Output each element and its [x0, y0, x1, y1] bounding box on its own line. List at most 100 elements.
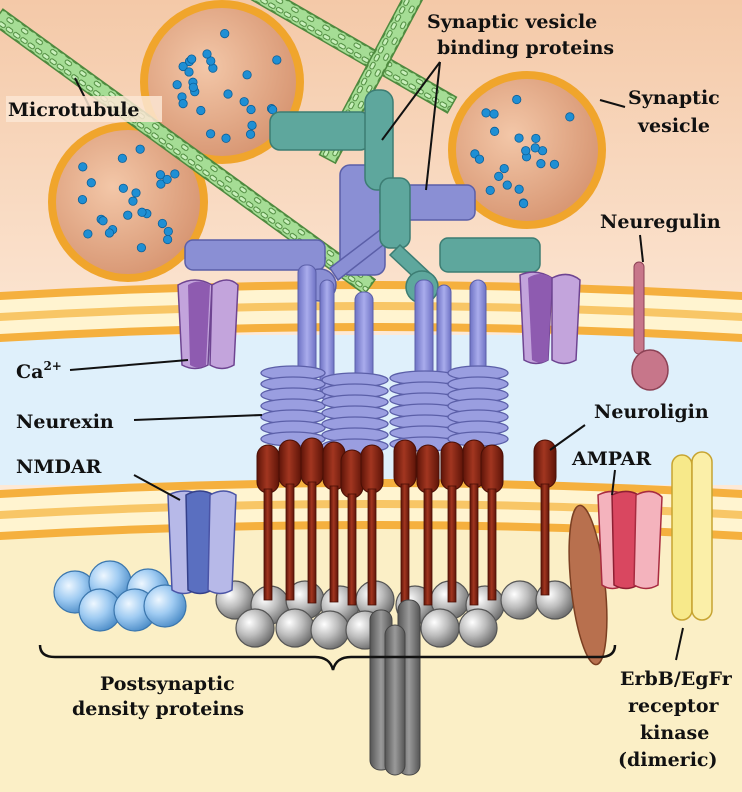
- psd-gray-ball: [275, 608, 315, 648]
- label-receptor: receptor: [628, 695, 719, 717]
- neurotransmitter-dot: [245, 129, 256, 139]
- psd-blue-proteins: [53, 560, 187, 632]
- neuroligin-stalk: [400, 483, 410, 606]
- neurotransmitter-dot: [187, 54, 197, 64]
- label-calcium-base: Ca: [16, 361, 43, 383]
- neuroligin-head: [440, 441, 464, 491]
- neurotransmitter-dot: [220, 28, 230, 39]
- nmdar-channel: [167, 490, 237, 595]
- neurotransmitter-dot: [512, 94, 522, 105]
- neurotransmitter-dot: [157, 218, 167, 229]
- neuroligin-head: [416, 444, 440, 494]
- neurotransmitter-dot: [123, 210, 133, 220]
- neurotransmitter-dot: [172, 80, 182, 90]
- neuroligin-stalk: [347, 493, 357, 606]
- psd-gray-ball: [310, 610, 350, 650]
- label-density-proteins: density proteins: [72, 698, 244, 720]
- neuroligin-stalk: [469, 483, 479, 606]
- neurotransmitter-dot: [128, 196, 138, 206]
- neurotransmitter-dot: [242, 70, 252, 80]
- label-dimeric: (dimeric): [618, 749, 717, 771]
- neurotransmitter-dot: [206, 56, 216, 66]
- neuroligin-head: [480, 444, 504, 494]
- neuroligin-stalk: [285, 483, 295, 601]
- neurotransmitter-dot: [135, 144, 145, 154]
- label-postsynaptic: Postsynaptic: [100, 673, 235, 695]
- neurotransmitter-dot: [156, 179, 166, 189]
- neurotransmitter-dot: [83, 229, 93, 239]
- neurotransmitter-dot: [514, 184, 524, 194]
- label-calcium-sup: 2+: [43, 359, 61, 373]
- neurotransmitter-dot: [272, 55, 282, 65]
- leader-lines: [69, 61, 684, 661]
- neurotransmitter-dot: [223, 89, 233, 99]
- neuroligin-head: [340, 449, 364, 499]
- neurotransmitter-dot: [170, 169, 180, 179]
- calcium-channel-right: [519, 271, 581, 365]
- psd-gray-ball: [500, 580, 540, 620]
- neurotransmitter-dot: [565, 112, 575, 122]
- neurotransmitter-dot: [221, 133, 231, 143]
- label-synaptic-vesicle-binding-proteins-2: binding proteins: [437, 37, 614, 59]
- neurotransmitter-dot: [499, 163, 509, 174]
- neurotransmitter-dot: [202, 49, 212, 59]
- neurotransmitter-dot: [521, 146, 531, 156]
- neurotransmitter-dot: [530, 143, 540, 153]
- neurotransmitter-dot: [98, 216, 108, 226]
- neurotransmitter-dots: [77, 28, 575, 253]
- neurotransmitter-dot: [474, 154, 485, 164]
- neurotransmitter-dot: [206, 129, 216, 139]
- label-synaptic-vesicle-binding-proteins-1: Synaptic vesicle: [427, 11, 597, 33]
- label-erbb: ErbB/EgFr: [620, 668, 733, 690]
- neurotransmitter-dot: [163, 234, 173, 245]
- neurotransmitter-dot: [117, 153, 127, 163]
- neurotransmitter-dot: [489, 126, 500, 136]
- neurotransmitter-dot: [536, 159, 546, 169]
- neuroligin-stalk: [307, 481, 317, 604]
- neurotransmitter-dot: [178, 99, 188, 109]
- psd-brace: [38, 644, 617, 671]
- neurotransmitter-dot: [155, 170, 166, 180]
- neurotransmitter-dot: [489, 109, 499, 119]
- neurotransmitter-dot: [519, 198, 529, 209]
- neurotransmitter-dot: [188, 82, 198, 92]
- neurotransmitter-dot: [549, 159, 560, 169]
- neurotransmitter-dot: [494, 171, 504, 181]
- label-kinase: kinase: [640, 722, 709, 744]
- psd-gray-rods: [369, 599, 421, 776]
- neuroligin-head: [278, 439, 302, 489]
- neurotransmitter-dot: [77, 195, 88, 205]
- neurotransmitter-dot: [502, 180, 512, 190]
- neuroligin-stalk: [367, 488, 377, 606]
- label-neuroligin: Neuroligin: [594, 401, 709, 423]
- neuregulin: [631, 261, 669, 391]
- neurotransmitter-dot: [137, 207, 147, 217]
- neuroligin-stalk: [423, 488, 433, 606]
- label-vesicle: vesicle: [637, 115, 710, 137]
- neurotransmitter-dot: [246, 104, 256, 115]
- neuroligin-stalk: [487, 488, 497, 601]
- label-neuregulin: Neuregulin: [600, 211, 721, 233]
- neuroligin-stalk: [329, 485, 339, 603]
- neuroligin-stalk: [540, 483, 550, 596]
- psd-gray-ball: [458, 608, 498, 648]
- neurotransmitter-dot: [184, 67, 194, 77]
- label-nmdar: NMDAR: [16, 456, 102, 478]
- neurotransmitter-dot: [485, 185, 495, 195]
- neuroligin: [256, 437, 557, 606]
- neurotransmitter-dot: [162, 174, 172, 185]
- neurotransmitter-dot: [239, 97, 249, 107]
- neuroligin-stalk: [447, 485, 457, 603]
- psd-blue-ball: [143, 584, 187, 628]
- neurotransmitter-dot: [163, 226, 173, 237]
- psd-gray-ball: [235, 608, 275, 648]
- neuroligin-head: [360, 444, 384, 494]
- neurotransmitter-dot: [136, 243, 147, 253]
- neurotransmitter-dot: [268, 105, 278, 115]
- neurotransmitter-dot: [131, 188, 141, 198]
- psd-gray-ball: [420, 608, 460, 648]
- label-calcium: Ca2+: [16, 359, 62, 383]
- neurotransmitter-dot: [178, 61, 188, 72]
